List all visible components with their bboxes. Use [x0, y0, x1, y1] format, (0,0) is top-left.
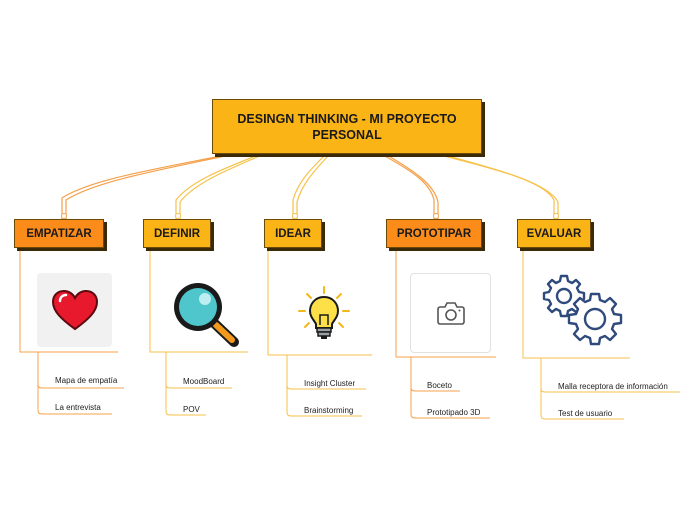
image-card-prototipar[interactable] — [410, 273, 491, 353]
heart-icon — [51, 289, 98, 331]
leaf-item[interactable]: La entrevista — [55, 403, 101, 412]
leaf-item[interactable]: Test de usuario — [558, 409, 613, 418]
leaf-item[interactable]: MoodBoard — [183, 377, 225, 386]
topic-label: IDEAR — [275, 227, 311, 240]
topic-definir[interactable]: DEFINIR — [143, 219, 211, 248]
root-topic[interactable]: DESINGN THINKING - MI PROYECTO PERSONAL — [212, 99, 482, 154]
topic-label: EMPATIZAR — [26, 227, 92, 240]
topic-label: EVALUAR — [526, 227, 582, 240]
leaf-item[interactable]: Mapa de empatía — [55, 376, 118, 385]
image-card-idear[interactable] — [296, 285, 352, 343]
topic-evaluar[interactable]: EVALUAR — [517, 219, 591, 248]
topic-prototipar[interactable]: PROTOTIPAR — [386, 219, 482, 248]
leaf-item[interactable]: Insight Cluster — [304, 379, 356, 388]
leaf-item[interactable]: Brainstorming — [304, 406, 354, 415]
topic-idear[interactable]: IDEAR — [264, 219, 322, 248]
image-card-evaluar[interactable] — [540, 270, 626, 346]
leaf-item[interactable]: Boceto — [427, 381, 452, 390]
gears-icon — [542, 274, 623, 346]
leaf-item[interactable]: Malla receptora de información — [558, 382, 668, 391]
camera-icon — [436, 302, 465, 325]
magnifier-icon — [174, 283, 239, 347]
topic-empatizar[interactable]: EMPATIZAR — [14, 219, 104, 248]
topic-label: PROTOTIPAR — [396, 227, 472, 240]
topic-label: DEFINIR — [154, 227, 200, 240]
lightbulb-icon — [298, 286, 350, 339]
leaf-item[interactable]: Prototipado 3D — [427, 408, 481, 417]
image-card-empatizar[interactable] — [37, 273, 112, 347]
image-card-definir[interactable] — [165, 277, 243, 349]
leaf-item[interactable]: POV — [183, 405, 200, 414]
root-title: DESINGN THINKING - MI PROYECTO PERSONAL — [237, 111, 457, 142]
